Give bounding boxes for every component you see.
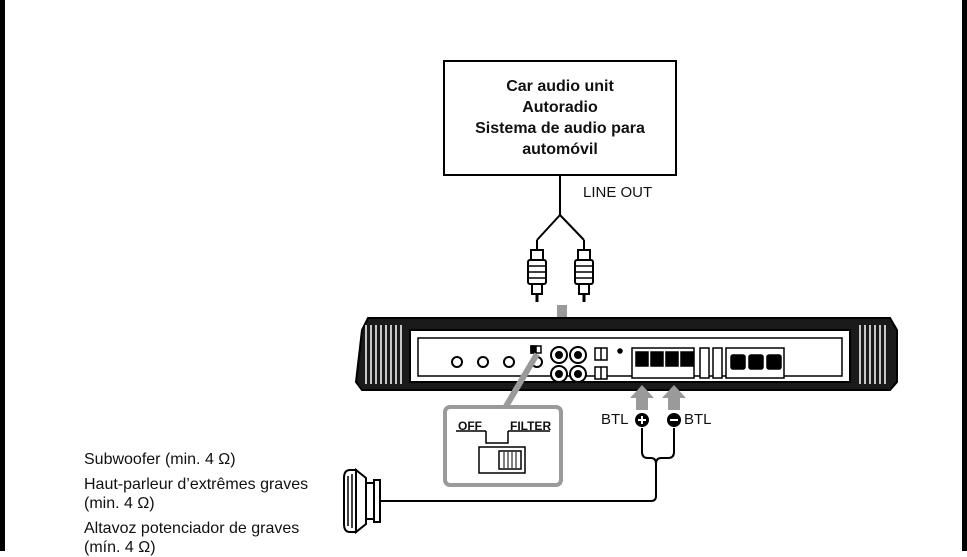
btl-plus-label: BTL: [601, 411, 629, 428]
minus-icon: [667, 413, 681, 427]
speaker-terminals: [631, 347, 695, 379]
subwoofer-label-fr: Haut-parleur d’extrêmes graves: [84, 476, 309, 493]
head-unit-line-3: Sistema de audio para: [475, 120, 645, 137]
btl-minus-label: BTL: [684, 411, 712, 428]
switch-knob: [498, 450, 522, 470]
rca-plug-right: [574, 240, 594, 302]
callout-line: [502, 352, 540, 410]
switch-filter-label: FILTER: [510, 419, 552, 433]
subwoofer-label-es-ohm: (mín. 4 Ω): [84, 539, 156, 556]
car-audio-unit-box: Car audio unit Autoradio Sistema de audi…: [443, 60, 677, 176]
head-unit-line-1: Car audio unit: [506, 78, 614, 95]
speaker-wire: [378, 428, 657, 502]
switch-off-label: OFF: [458, 419, 482, 433]
filter-switch-small: [530, 345, 542, 354]
mode-switches: [594, 347, 623, 380]
power-terminals: [725, 347, 785, 379]
filter-switch-callout: [443, 405, 563, 487]
subwoofer-label-es: Altavoz potenciador de graves: [84, 520, 300, 537]
amplifier: [354, 317, 898, 391]
line-out-label: LINE OUT: [583, 184, 653, 201]
btl-arrow-icons: [630, 385, 686, 410]
rca-plug-left: [527, 240, 547, 302]
subwoofer-icon: [343, 467, 381, 535]
head-unit-line-4: automóvil: [522, 141, 598, 158]
fuses: [699, 347, 723, 379]
plus-icon: [635, 413, 649, 427]
subwoofer-label-en: Subwoofer (min. 4 Ω): [84, 451, 236, 468]
head-unit-line-2: Autoradio: [522, 99, 598, 116]
subwoofer-label-fr-ohm: (min. 4 Ω): [84, 495, 155, 512]
rca-input-jacks: [550, 346, 587, 383]
line-out-split: [536, 214, 585, 241]
